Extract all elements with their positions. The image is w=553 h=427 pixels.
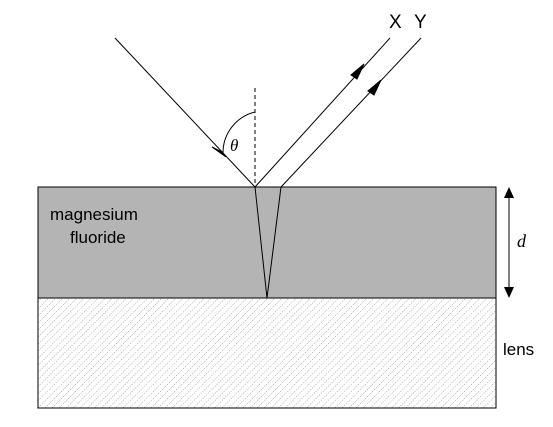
angle-arc <box>222 111 256 154</box>
reflected-ray-y <box>280 37 422 188</box>
coating-label-line1: magnesium <box>50 205 138 224</box>
angle-label: θ <box>230 136 238 155</box>
thickness-arrow-bottom <box>504 287 514 298</box>
reflected-ray-x <box>254 37 391 188</box>
incident-ray-arrowhead <box>211 146 227 158</box>
ray-x-label: X <box>389 12 402 33</box>
thickness-arrow-top <box>504 187 514 198</box>
lens-region <box>37 297 497 409</box>
magnesium-fluoride-layer <box>37 186 497 299</box>
reflected-ray-y-arrowhead <box>367 79 382 96</box>
incident-ray <box>114 37 256 188</box>
refracted-ray-up <box>266 186 282 299</box>
reflected-ray-x-arrowhead <box>350 63 365 80</box>
thickness-label: d <box>517 231 527 251</box>
refracted-ray-down <box>254 186 268 299</box>
coating-label-line2: fluoride <box>70 228 126 247</box>
lens-label: lens <box>503 340 534 359</box>
ray-y-label: Y <box>414 12 427 33</box>
